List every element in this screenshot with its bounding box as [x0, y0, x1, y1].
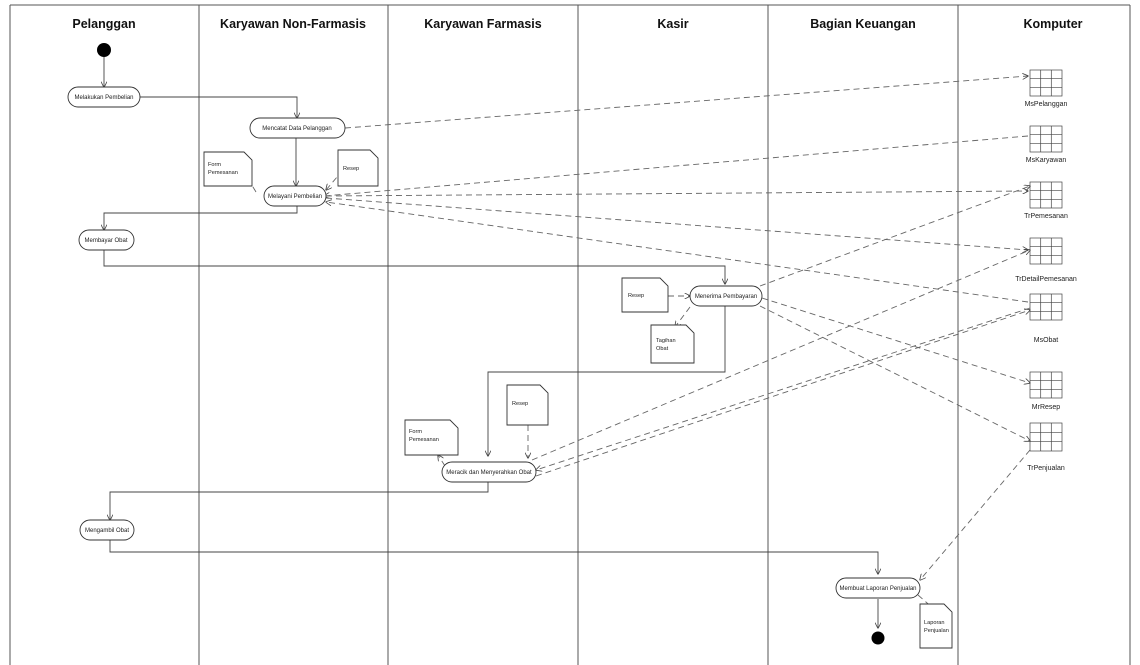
note-line: Laporan — [924, 620, 945, 626]
activity-label: Menerima Pembayaran — [695, 294, 757, 300]
activity-label: Membayar Obat — [84, 238, 127, 244]
note-line: Penjualan — [924, 628, 949, 634]
note-resep-3: Resep — [506, 384, 549, 426]
table-label: MrResep — [1032, 404, 1061, 411]
activity-melakukan-pembelian: Melakukan Pembelian — [67, 86, 141, 108]
activity-menerima-pembayaran: Menerima Pembayaran — [689, 285, 763, 307]
note-tagihan-obat: Tagihan Obat — [650, 324, 695, 364]
activity-membuat-laporan-penjualan: Membuat Laporan Penjualan — [835, 577, 921, 599]
swimlane-frame — [9, 4, 1131, 665]
note-line: Tagihan — [656, 338, 676, 344]
table-trpenjualan: TrPenjualan — [1027, 422, 1065, 472]
lane-title-komputer: Komputer — [1023, 17, 1082, 31]
activity-label: Meracik dan Menyerahkan Obat — [446, 470, 532, 476]
note-line: Pemesanan — [409, 437, 439, 443]
table-trdetailpemesanan: TrDetailPemesanan — [1015, 237, 1077, 283]
activity-membayar-obat: Membayar Obat — [78, 229, 135, 251]
activity-label: Membuat Laporan Penjualan — [839, 586, 916, 592]
table-mspelanggan: MsPelanggan — [1025, 69, 1068, 108]
note-line: Form — [208, 162, 221, 168]
activity-meracik-dan-menyerahkan-obat: Meracik dan Menyerahkan Obat — [441, 461, 537, 483]
note-resep-2: Resep — [621, 277, 669, 313]
lane-title-pelanggan: Pelanggan — [72, 17, 135, 31]
table-mskaryawan: MsKaryawan — [1026, 125, 1067, 164]
note-line: Pemesanan — [208, 170, 238, 176]
lane-title-kasir: Kasir — [657, 17, 688, 31]
table-label: MsObat — [1034, 337, 1059, 344]
initial-node — [97, 43, 111, 57]
final-node — [871, 631, 885, 645]
activity-melayani-pembelian: Melayani Pembelian — [263, 185, 327, 207]
lane-title-karyawan-farmasis: Karyawan Farmasis — [424, 17, 541, 31]
activity-label: Mencatat Data Pelanggan — [262, 126, 331, 132]
activity-label: Mengambil Obat — [85, 528, 129, 534]
note-line: Resep — [512, 401, 528, 407]
note-line: Resep — [343, 166, 359, 172]
lane-title-bagian-keuangan: Bagian Keuangan — [810, 17, 916, 31]
note-line: Form — [409, 429, 422, 435]
lane-title-karyawan-non-farmasis: Karyawan Non-Farmasis — [220, 17, 366, 31]
activity-label: Melakukan Pembelian — [74, 95, 133, 101]
table-mrresep: MrResep — [1029, 371, 1063, 411]
object-flows — [244, 76, 1030, 610]
note-resep-1: Resep — [337, 149, 379, 187]
activity-mencatat-data-pelanggan: Mencatat Data Pelanggan — [249, 117, 346, 139]
activity-mengambil-obat: Mengambil Obat — [79, 519, 135, 541]
note-laporan-penjualan: Laporan Penjualan — [919, 603, 953, 649]
table-msobat: MsObat — [1029, 293, 1063, 344]
table-label: TrPemesanan — [1024, 213, 1068, 220]
table-label: MsPelanggan — [1025, 101, 1068, 108]
control-flows — [104, 57, 878, 628]
note-line: Obat — [656, 346, 669, 352]
note-form-pemesanan-2: Form Pemesanan — [404, 419, 459, 456]
table-label: TrPenjualan — [1027, 465, 1065, 472]
note-form-pemesanan-1: Form Pemesanan — [203, 151, 253, 187]
activity-label: Melayani Pembelian — [268, 194, 322, 200]
table-label: MsKaryawan — [1026, 157, 1067, 164]
note-line: Resep — [628, 293, 644, 299]
table-label: TrDetailPemesanan — [1015, 276, 1077, 283]
table-trpemesanan: TrPemesanan — [1024, 181, 1068, 220]
